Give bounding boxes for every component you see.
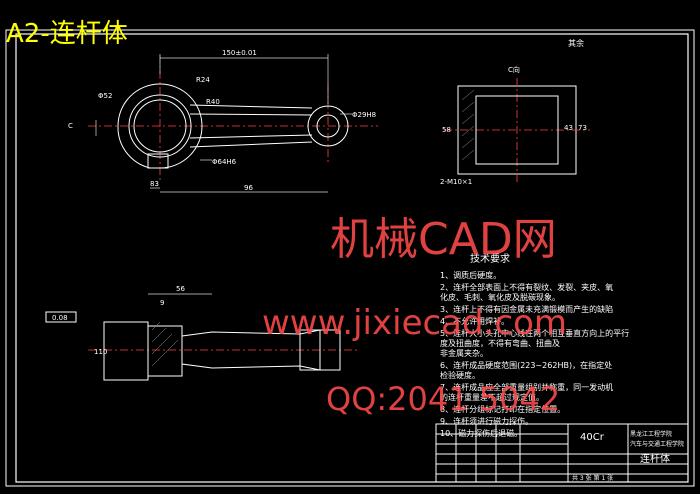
big-end-outline	[117, 83, 203, 169]
tolerance-box	[45, 311, 77, 323]
tech-req-item: 7、连杆成品应全部重量组别并称重，同一发动机	[440, 382, 613, 392]
dim-side-thread: 2-M10×1	[440, 178, 472, 186]
tech-req-item: 3、连杆上不得有因金属未充满锻模而产生的缺陷	[440, 304, 613, 314]
watermark-line2: www.jixiecad.com	[262, 303, 567, 343]
outer-frame	[5, 29, 695, 487]
tech-req-item: 4、不允许用焊补。	[440, 316, 509, 326]
tech-req-item: 度及扭曲度，不得有弯曲、扭曲及	[440, 338, 560, 348]
tech-req-item: 非金属夹杂。	[440, 348, 488, 358]
dept-cell: 汽车与交通工程学院	[630, 440, 684, 448]
corner-roughness-note: 其余	[568, 38, 584, 48]
dim-radius-40: R40	[206, 98, 220, 106]
tech-req-item: 6、连杆成品硬度范围(223~262HB)，在指定处	[440, 360, 612, 370]
dim-side-73: 73	[578, 124, 587, 132]
watermark-line1: 机械CAD网	[330, 214, 557, 265]
tolerance-value: 0.08	[52, 314, 68, 322]
tech-req-item: 9、连杆须进行磁力探伤。	[440, 416, 533, 426]
side-view: C向 58 43 73 2-M10×1	[440, 65, 590, 186]
drawing-title: A2-连杆体	[6, 19, 128, 49]
dim-side-43: 43	[564, 124, 573, 132]
big-end-bore	[133, 99, 187, 153]
dim-dia-52: Φ52	[98, 92, 112, 100]
school-cell: 黑龙江工程学院	[630, 430, 672, 438]
dim-top-length: 150±0.01	[222, 49, 257, 57]
tech-req-heading: 技术要求	[470, 252, 510, 265]
tech-req-item: 的连杆重量差不超过规定值。	[440, 392, 544, 402]
dim-bottom-96: 96	[244, 184, 253, 192]
material-cell: 40Cr	[580, 432, 605, 443]
tech-req-item: 化皮、毛刺、氧化皮及脱碳现象。	[440, 292, 560, 302]
dim-radius-24: R24	[196, 76, 210, 84]
tech-req-item: 5、连杆大小头孔中心线在两个相互垂直方向上的平行	[440, 328, 629, 338]
tech-req-item: 检验硬度。	[440, 370, 480, 380]
tech-req-item: 2、连杆全部表面上不得有裂纹、发裂、夹皮、氧	[440, 282, 613, 292]
main-view: 150±0.01 Φ64H6 Φ29H8 83 96 R40 R24 Φ52 C	[68, 49, 378, 193]
section-label: C向	[508, 65, 520, 74]
sheet-cell: 共 3 张 第 1 张	[572, 474, 613, 482]
part-name-cell: 连杆体	[640, 452, 670, 465]
dim-big-bore: Φ64H6	[212, 158, 237, 166]
title-block: 40Cr 黑龙江工程学院 汽车与交通工程学院 连杆体 共 3 张 第 1 张	[435, 423, 689, 483]
tech-req-item: 1、调质后硬度。	[440, 270, 501, 280]
small-end-bore	[316, 114, 340, 138]
watermark-line3: QQ:2041 5042	[326, 380, 560, 418]
dim-bottom-56: 56	[176, 285, 185, 293]
tech-req-item: 8、连杆分组标记打印在指定位置。	[440, 404, 565, 414]
dim-left-110: 110	[94, 348, 107, 356]
dim-bottom-9: 9	[160, 299, 164, 307]
technical-requirements: 技术要求 1、调质后硬度。 2、连杆全部表面上不得有裂纹、发裂、夹皮、氧 化皮、…	[440, 252, 629, 438]
bottom-view: 56 9 0.08 110	[45, 285, 360, 381]
inner-frame	[15, 33, 689, 483]
dim-side-58: 58	[442, 126, 451, 134]
dim-small-bore: Φ29H8	[352, 111, 376, 119]
small-end-outline	[307, 105, 349, 147]
view-marker-c: C	[68, 122, 73, 130]
tech-req-item: 10、磁力探伤后退磁。	[440, 428, 522, 438]
watermark: 机械CAD网 www.jixiecad.com QQ:2041 5042	[262, 214, 567, 418]
dim-left-83: 83	[150, 180, 159, 188]
